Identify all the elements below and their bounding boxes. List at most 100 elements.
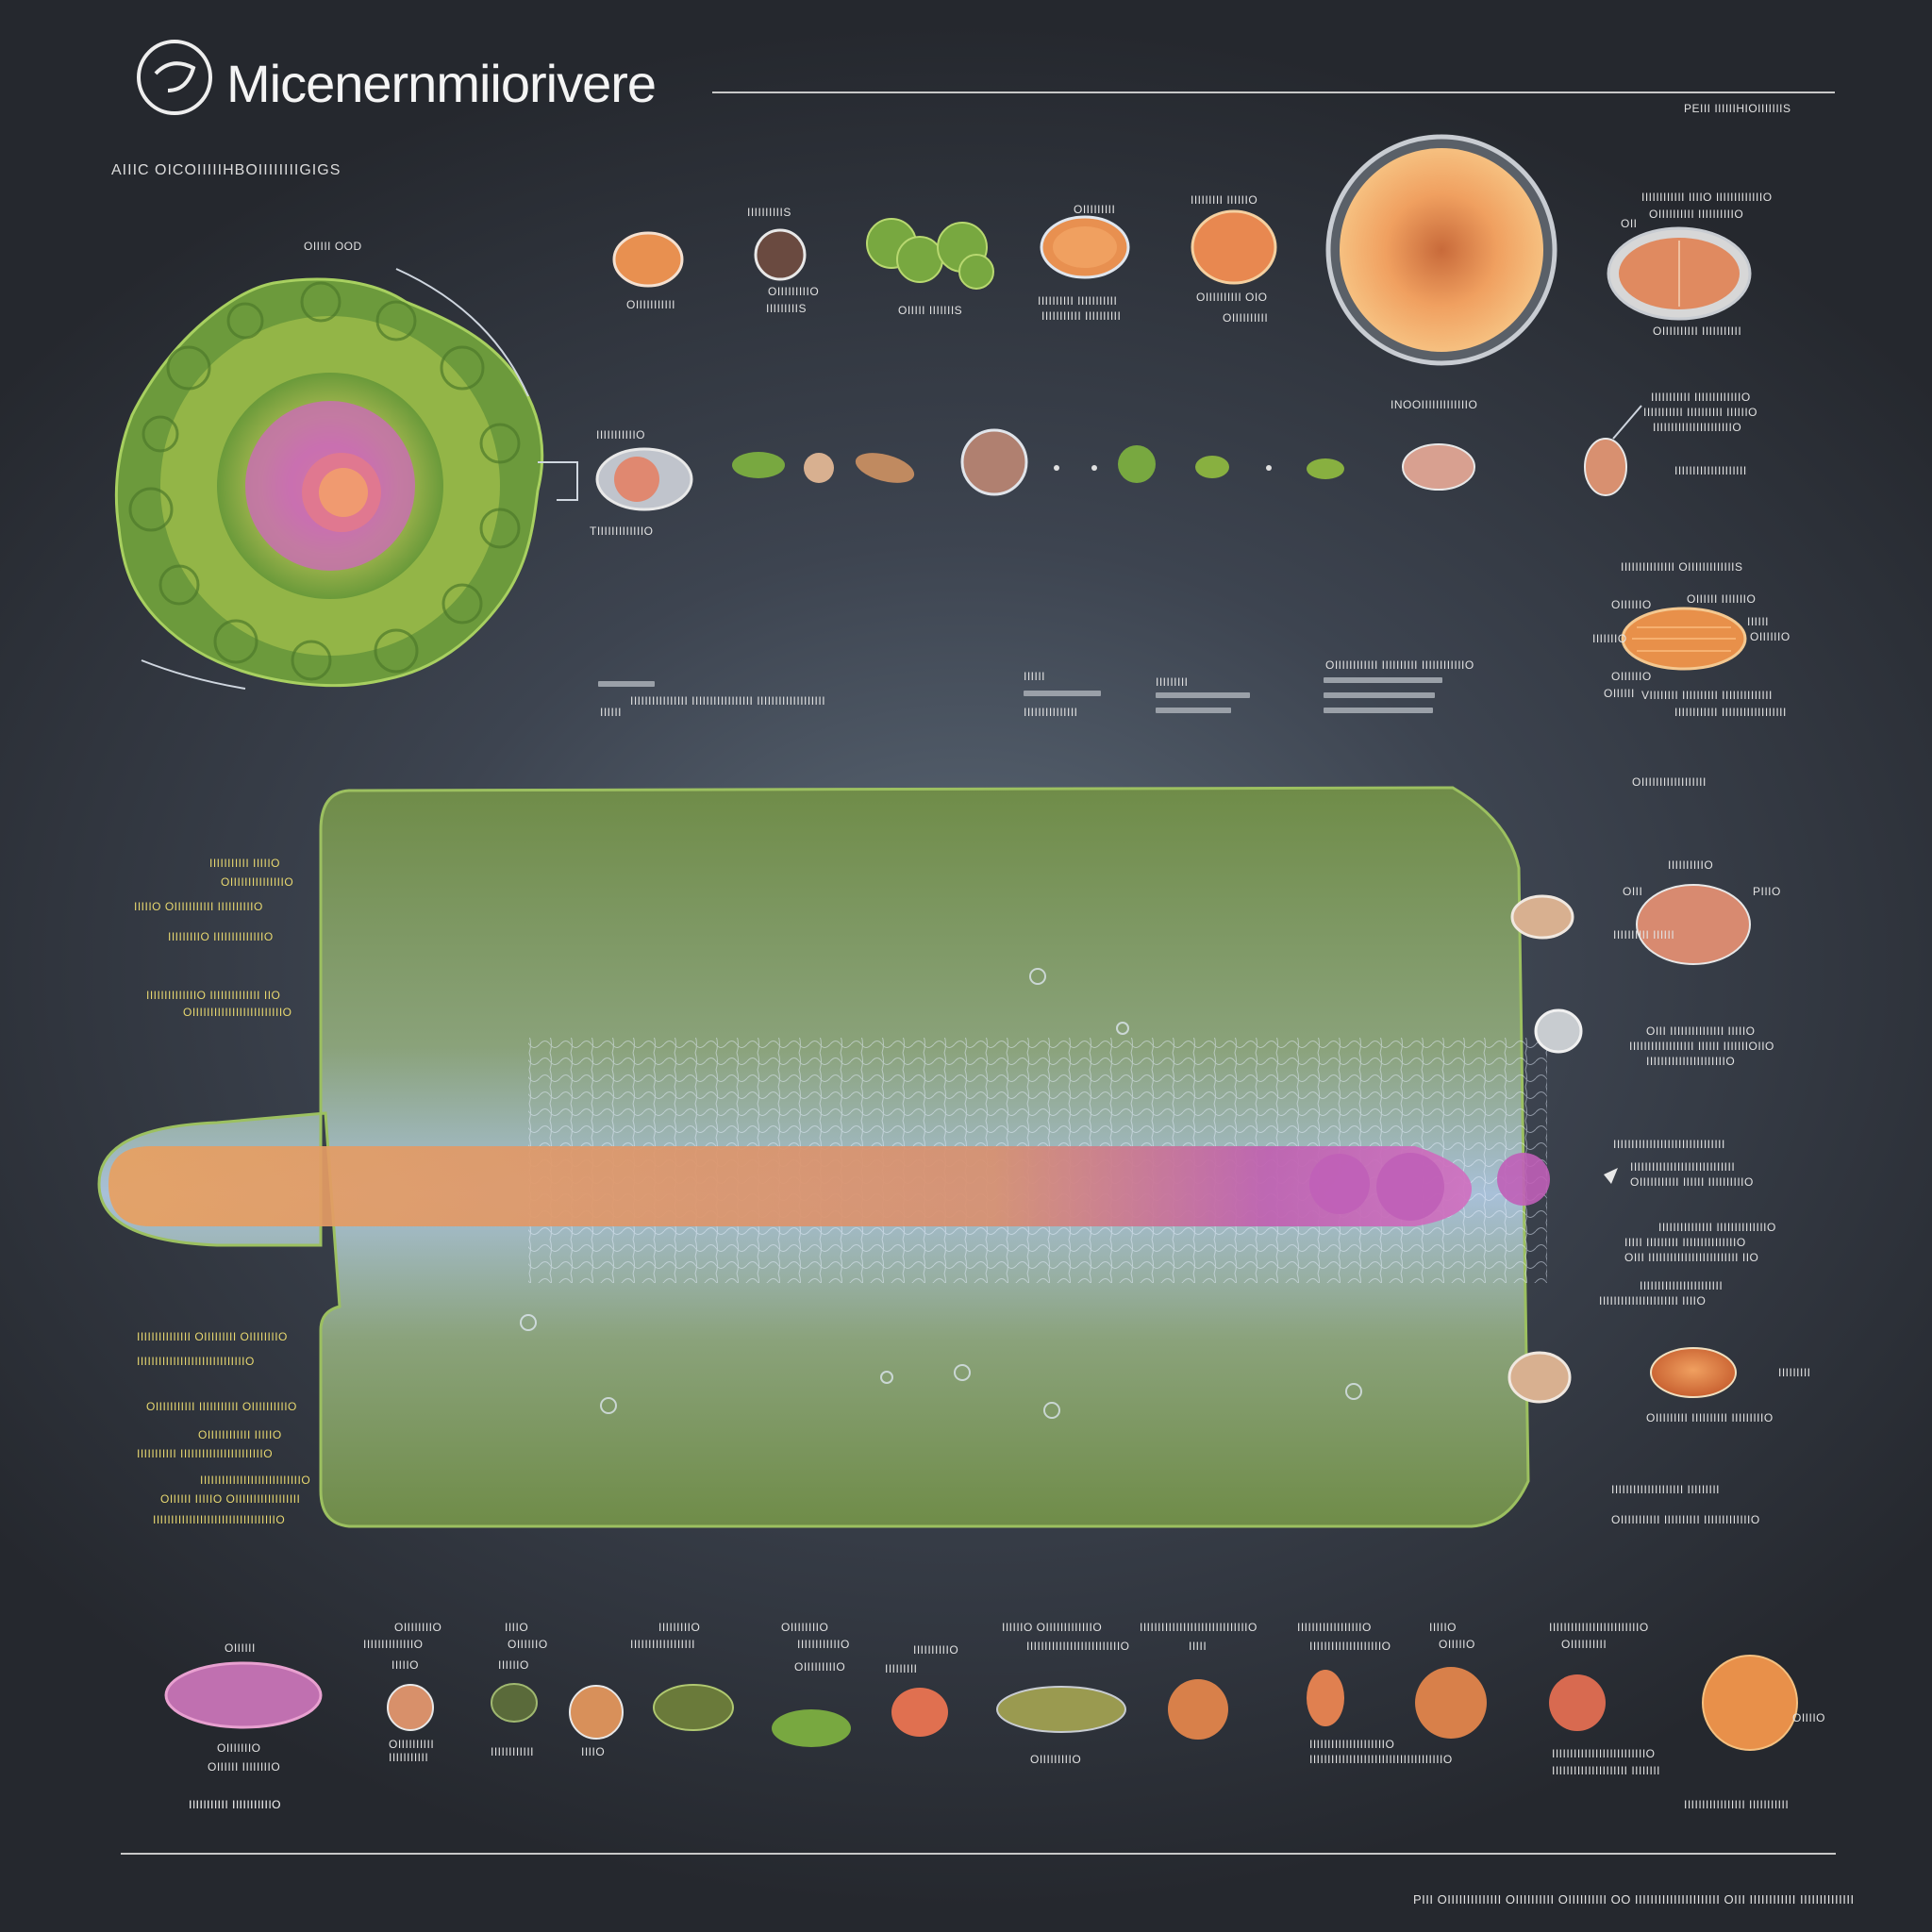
label-left-l: IIIIIIIIIIIIIIIIIIIIIIIIIIIIO xyxy=(200,1474,311,1487)
label-left-g: IIIIIIIIIIIIIII OIIIIIIIII OIIIIIIIIO xyxy=(137,1330,288,1343)
label-rs-f: IIIIIIIIIIIIIIIIII IIIIII IIIIIIIOIIO xyxy=(1629,1040,1774,1053)
label-b-4b: IIIIIIIIIIIIIIIIII xyxy=(630,1638,696,1651)
label-r2-nucleus: INOOIIIIIIIIIIIIIO xyxy=(1391,398,1478,411)
mid-bar-4 xyxy=(1156,708,1231,713)
label-r1-c5a: IIIIIIIII IIIIIIO xyxy=(1191,193,1258,207)
label-rs-m: OIII IIIIIIIIIIIIIIIIIIIIIIIII IIO xyxy=(1624,1251,1759,1264)
label-r2-right-d: IIIIIIIIIIIIIIIIIIII xyxy=(1674,464,1747,477)
label-left-f: OIIIIIIIIIIIIIIIIIIIIIIIIIO xyxy=(183,1006,292,1019)
label-mito-d: IIIIII xyxy=(1747,615,1770,628)
label-right-section: OIIIIIIIIIIIIIIIIII xyxy=(1632,775,1707,789)
label-r2-c1b: TIIIIIIIIIIIIIO xyxy=(590,525,654,538)
label-r1-c2a: OIIIIIIIIIO xyxy=(768,285,820,298)
page-title: Micenernmiiorivere xyxy=(226,54,657,113)
label-mito-c: IIIIIIIO xyxy=(1592,632,1627,645)
label-b-3e: IIIIO xyxy=(581,1745,606,1758)
row1-cells xyxy=(612,134,1752,366)
label-rs-o: IIIIIIIIIIIIIIIIIIIIII IIIIO xyxy=(1599,1294,1707,1307)
label-r2-right-a: IIIIIIIIIII IIIIIIIIIIIIIO xyxy=(1651,391,1751,404)
label-b-5b: IIIIIIIIIIIIO xyxy=(797,1638,850,1651)
title-rule xyxy=(712,92,1835,93)
label-r1-c4a: OIIIIIIIII xyxy=(1074,203,1116,216)
label-mid-d: IIIIIIIIIIIIIII xyxy=(1024,706,1078,719)
mid-bar-7 xyxy=(1324,708,1433,713)
label-b-12c: IIIIIIIIIIIIIIIIIIIIIIIIIIO xyxy=(1552,1747,1656,1760)
label-left-h: IIIIIIIIIIIIIIIIIIIIIIIIIIIIIIO xyxy=(137,1355,255,1368)
label-r1-c1: OIIIIIIIIIII xyxy=(626,298,676,311)
label-r1-c1-top: IIIIIIIIIIS xyxy=(747,206,791,219)
label-rs-d: IIIIIIIIII IIIIII xyxy=(1613,928,1675,941)
label-r1-c5b: OIIIIIIIIII OIO xyxy=(1196,291,1268,304)
label-r1-c3: OIIIII IIIIIIIS xyxy=(898,304,963,317)
bottom-row-cells xyxy=(164,1655,1798,1751)
label-mito-g: OIIIIII xyxy=(1604,687,1635,700)
label-b-8b: IIIII xyxy=(1189,1640,1208,1653)
label-mito-h: VIIIIIIII IIIIIIIIII IIIIIIIIIIIIII xyxy=(1641,689,1773,702)
label-r1-c7a: IIIIIIIIIIII IIIIO IIIIIIIIIIIIIO xyxy=(1641,191,1773,204)
label-mid-f: OIIIIIIIIIIII IIIIIIIIII IIIIIIIIIIIIO xyxy=(1325,658,1474,672)
label-r2-c1: IIIIIIIIIIIO xyxy=(596,428,646,441)
mid-bar-3 xyxy=(1156,692,1250,698)
label-r1-c5c: OIIIIIIIIII xyxy=(1223,311,1269,325)
label-footer-right: IIIIIIIIIIIIIIIII IIIIIIIIIII xyxy=(1684,1798,1790,1811)
mid-bar-6 xyxy=(1324,692,1435,698)
label-r1-c4c: IIIIIIIIIII IIIIIIIIII xyxy=(1041,309,1122,323)
label-b-5a: OIIIIIIIIO xyxy=(781,1621,829,1634)
label-b-1a: OIIIIII xyxy=(225,1641,256,1655)
label-b-3b: OIIIIIIO xyxy=(508,1638,548,1651)
label-r1-c4b: IIIIIIIIII IIIIIIIIIII xyxy=(1038,294,1118,308)
label-b-10b: IIIIIIIIIIIIIIIIIIIIIIIIIIIIIIIIIIIIIO xyxy=(1309,1753,1453,1766)
label-mito-i: IIIIIIIIIIII IIIIIIIIIIIIIIIIII xyxy=(1674,706,1787,719)
label-b-13: OIIIIO xyxy=(1792,1711,1826,1724)
label-b-3c: IIIIIIO xyxy=(498,1658,529,1672)
page-subtitle: AIIIC OICOIIIIIHBOIIIIIIIIGIGS xyxy=(111,162,341,178)
label-rs-g: IIIIIIIIIIIIIIIIIIIIIIO xyxy=(1646,1055,1736,1068)
label-b-2a: OIIIIIIIIO xyxy=(394,1621,442,1634)
footer-rule xyxy=(121,1853,1836,1855)
label-b-10a: IIIIIIIIIIIIIIIIIIIIIO xyxy=(1309,1738,1395,1751)
label-left-k: IIIIIIIIIII IIIIIIIIIIIIIIIIIIIIIIIO xyxy=(137,1447,274,1460)
label-rs-j: OIIIIIIIIIII IIIIII IIIIIIIIIIO xyxy=(1630,1175,1754,1189)
label-b-6b: IIIIIIIII xyxy=(885,1662,918,1675)
label-rs-k: IIIIIIIIIIIIIII IIIIIIIIIIIIIIO xyxy=(1658,1221,1776,1234)
label-left-d: IIIIIIIIIO IIIIIIIIIIIIIIO xyxy=(168,930,274,943)
label-mito-a: OIIIIIIO xyxy=(1611,598,1652,611)
label-b-12a: IIIIIIIIIIIIIIIIIIIIIIIIIO xyxy=(1549,1621,1649,1634)
label-mid-e: IIIIIIIII xyxy=(1156,675,1189,689)
label-b-12b: OIIIIIIIIII xyxy=(1561,1638,1607,1651)
label-r1-c2b: IIIIIIIIIS xyxy=(766,302,808,315)
label-rs-c: PIIIO xyxy=(1753,885,1781,898)
label-b-2b: IIIIIIIIIIIIIIO xyxy=(363,1638,424,1651)
label-b-9b: IIIIIIIIIIIIIIIIIIIIO xyxy=(1309,1640,1391,1653)
label-rs-p: IIIIIIIII xyxy=(1778,1366,1811,1379)
label-rs-a: IIIIIIIIIIO xyxy=(1668,858,1714,872)
label-footer-left: IIIIIIIIIII IIIIIIIIIIIO xyxy=(189,1798,282,1811)
mid-bar-2 xyxy=(1024,691,1101,696)
label-b-4a: IIIIIIIIIO xyxy=(658,1621,701,1634)
label-r2-right-b: IIIIIIIIIII IIIIIIIIII IIIIIIO xyxy=(1643,406,1758,419)
mid-bar-5 xyxy=(1324,677,1442,683)
label-b-7c: OIIIIIIIIIO xyxy=(1030,1753,1082,1766)
label-rs-h: IIIIIIIIIIIIIIIIIIIIIIIIIIIIIII xyxy=(1613,1138,1725,1151)
label-left-n: IIIIIIIIIIIIIIIIIIIIIIIIIIIIIIIIIIO xyxy=(153,1513,286,1526)
label-left-j: OIIIIIIIIIIII IIIIIO xyxy=(198,1428,282,1441)
label-left-e: IIIIIIIIIIIIIIO IIIIIIIIIIIIII IIO xyxy=(146,989,281,1002)
label-mito-e: OIIIIIIO xyxy=(1750,630,1790,643)
label-rs-i: IIIIIIIIIIIIIIIIIIIIIIIIIIIII xyxy=(1630,1160,1736,1174)
top-right-label: PEIII IIIIIIHIOIIIIIIIS xyxy=(1684,102,1791,115)
label-left-c: IIIIIO OIIIIIIIIIII IIIIIIIIIIO xyxy=(134,900,263,913)
label-rs-l: IIIII IIIIIIIII IIIIIIIIIIIIIIIO xyxy=(1624,1236,1746,1249)
label-b-9a: IIIIIIIIIIIIIIIIIIO xyxy=(1297,1621,1372,1634)
label-mid-bar-a: IIIIII xyxy=(600,706,623,719)
label-b-1b: OIIIIIIIO xyxy=(217,1741,261,1755)
label-b-6a: IIIIIIIIIIO xyxy=(913,1643,959,1657)
label-b-1d: IIIIIIIIIII IIIIIIIIIIIO xyxy=(189,1798,282,1811)
row2-cells xyxy=(595,405,1642,511)
label-rs-e: OIII IIIIIIIIIIIIIII IIIIIO xyxy=(1646,1024,1756,1038)
label-left-b: OIIIIIIIIIIIIIIIO xyxy=(221,875,294,889)
label-large-cell: OIIIII OOD xyxy=(304,240,362,253)
mid-bar-1 xyxy=(598,681,655,687)
label-b-1c: OIIIIII IIIIIIIIO xyxy=(208,1760,281,1774)
label-b-11b: OIIIIIO xyxy=(1439,1638,1475,1651)
label-mid-bar-b: IIIIIIIIIIIIIIII IIIIIIIIIIIIIIIII IIIII… xyxy=(630,694,826,708)
